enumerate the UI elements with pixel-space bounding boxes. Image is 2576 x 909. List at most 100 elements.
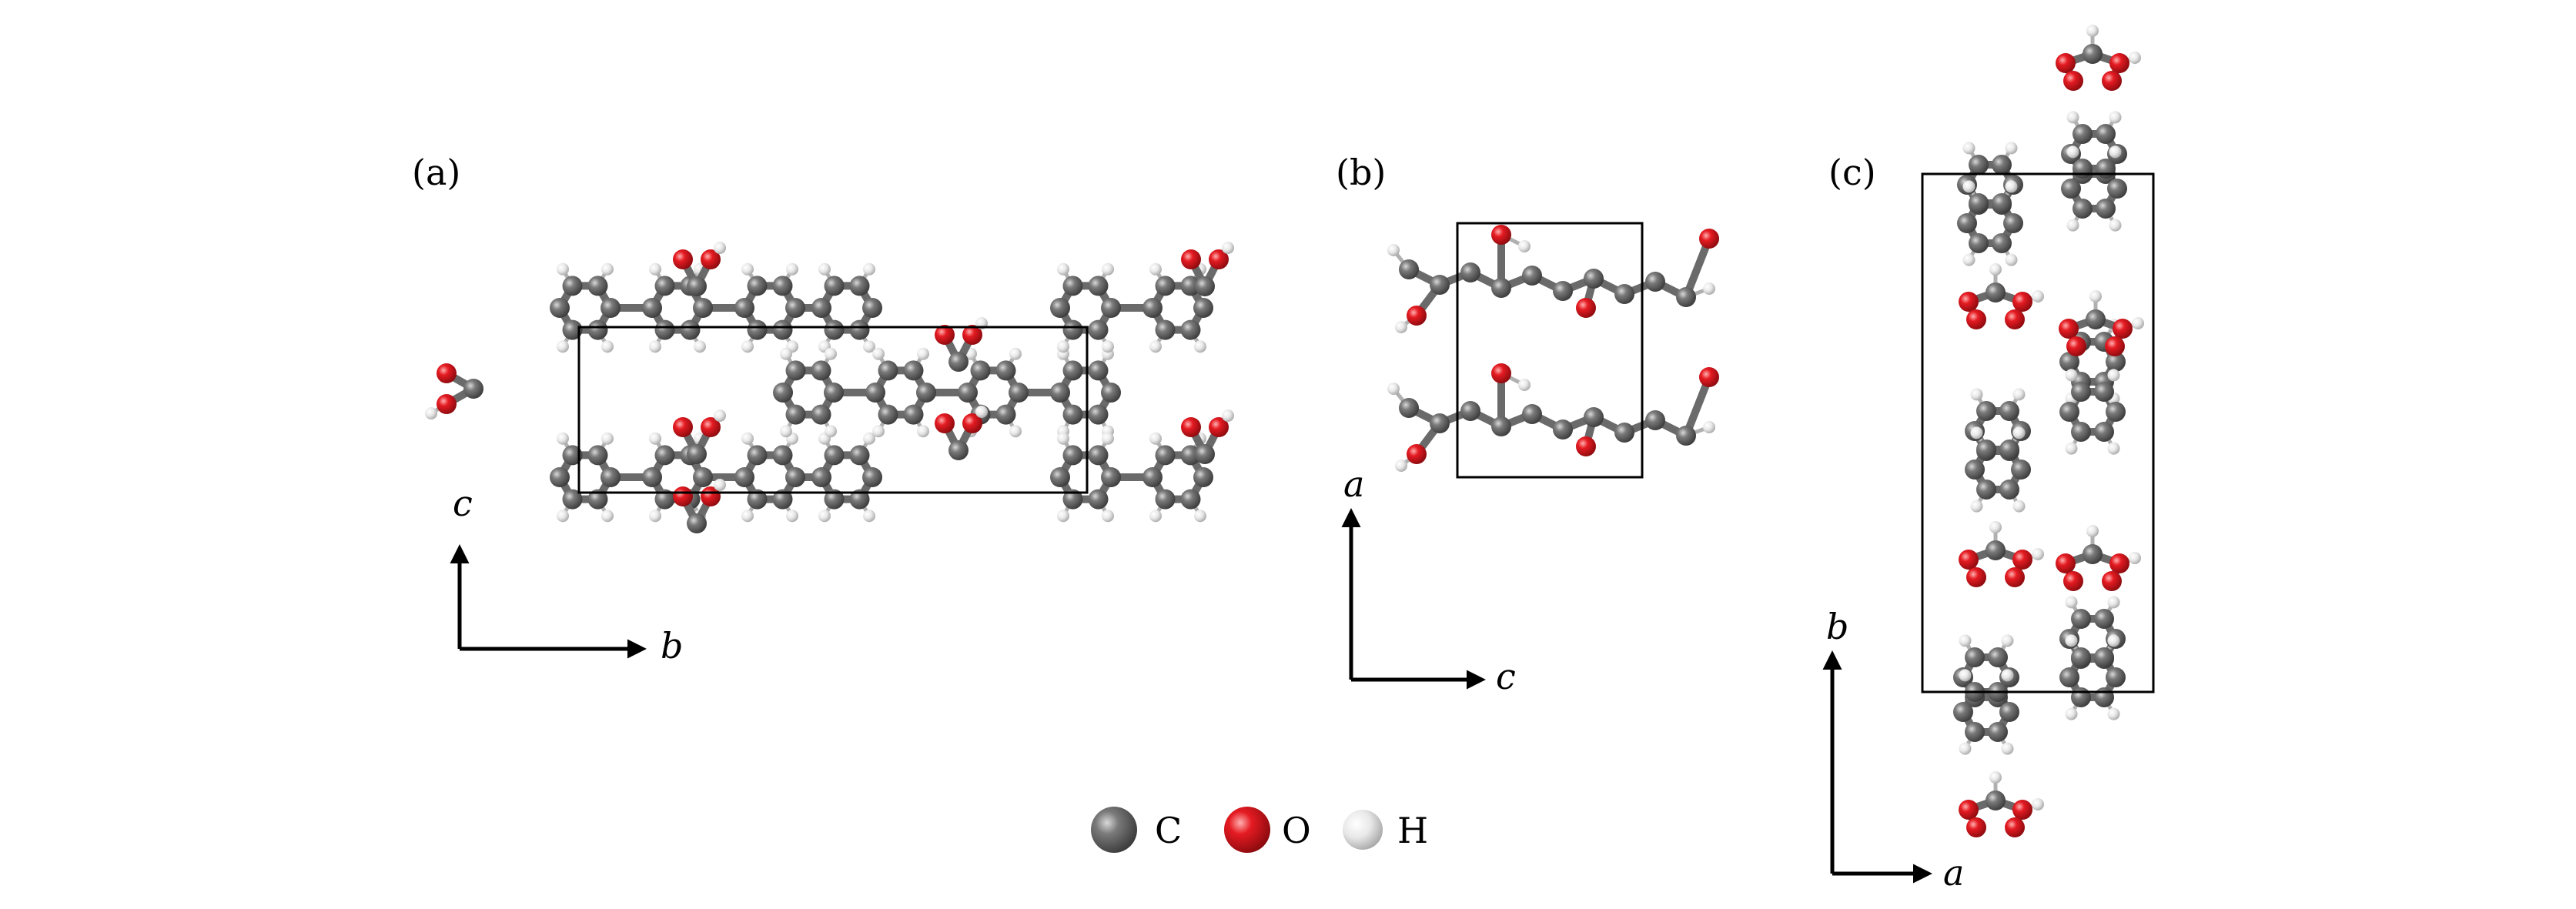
carbon-atom bbox=[824, 319, 845, 340]
hydrogen-atom bbox=[917, 347, 929, 360]
hydrogen-atom bbox=[714, 409, 726, 422]
carbon-atom bbox=[2073, 198, 2093, 219]
hydrogen-atom bbox=[1703, 282, 1715, 295]
oxygen-atom bbox=[1491, 225, 1511, 245]
carbon-atom bbox=[601, 298, 621, 318]
carbon-atom bbox=[1050, 383, 1070, 403]
carbon-atom bbox=[2094, 382, 2114, 403]
carbon-atom bbox=[562, 445, 583, 466]
hydrogen-atom bbox=[2065, 707, 2078, 720]
carbon-atom bbox=[687, 513, 707, 533]
oxygen-atom bbox=[1699, 367, 1719, 387]
panel-b-label: (b) bbox=[1336, 152, 1386, 193]
hydrogen-atom bbox=[2086, 525, 2099, 537]
hydrogen-atom bbox=[1387, 383, 1400, 395]
oxygen-atom bbox=[2056, 553, 2076, 573]
carbon-atom bbox=[2083, 44, 2103, 64]
carbon-atom bbox=[1645, 410, 1665, 430]
carbon-atom bbox=[463, 379, 483, 399]
carbon-atom bbox=[1062, 276, 1083, 296]
hydrogen-atom bbox=[601, 340, 614, 353]
carbon-atom bbox=[1193, 298, 1213, 318]
oxygen-atom bbox=[1181, 249, 1201, 269]
carbon-atom bbox=[2003, 213, 2023, 233]
legend-hydrogen-label: H bbox=[1397, 810, 1428, 851]
carbon-atom bbox=[878, 404, 898, 425]
panel-a-horizontal-axis-label: b bbox=[661, 625, 683, 667]
legend-oxygen-sphere bbox=[1224, 807, 1270, 853]
hydrogen-atom bbox=[1009, 425, 1022, 438]
panel-a-strand-4-atoms bbox=[1050, 432, 1213, 523]
hydrogen-atom bbox=[818, 510, 831, 523]
panel-b-vertical-axis-label: a bbox=[1343, 463, 1364, 505]
carbon-atom bbox=[1969, 155, 1989, 175]
hydrogen-atom bbox=[863, 262, 875, 276]
carbon-atom bbox=[642, 467, 662, 487]
carbon-atom bbox=[1155, 489, 1176, 510]
hydrogen-atom bbox=[1395, 321, 1407, 333]
hydrogen-atom bbox=[1102, 432, 1114, 445]
carbon-atom bbox=[811, 298, 831, 318]
carbon-atom bbox=[970, 360, 991, 381]
carbon-atom bbox=[2083, 544, 2103, 564]
carbon-atom bbox=[811, 467, 831, 487]
hydrogen-atom bbox=[1959, 669, 1972, 682]
carbon-atom bbox=[562, 489, 583, 510]
oxygen-atom bbox=[1959, 292, 1979, 312]
carbon-atom bbox=[1155, 445, 1176, 466]
carbon-atom bbox=[903, 360, 924, 381]
oxygen-atom bbox=[2012, 800, 2032, 820]
hydrogen-atom bbox=[1518, 379, 1531, 391]
hydrogen-atom bbox=[1970, 388, 1983, 401]
carbon-atom bbox=[948, 440, 969, 460]
carbon-atom bbox=[1399, 259, 1419, 279]
carbon-atom bbox=[747, 489, 768, 510]
carbon-atom bbox=[2096, 198, 2116, 219]
carbon-atom bbox=[849, 445, 870, 466]
carbon-atom bbox=[2094, 609, 2114, 630]
oxygen-atom bbox=[1966, 567, 1986, 587]
carbon-atom bbox=[2073, 124, 2093, 145]
hydrogen-atom bbox=[557, 432, 569, 445]
carbon-atom bbox=[1062, 360, 1083, 381]
hydrogen-atom bbox=[2066, 111, 2079, 124]
hydrogen-atom bbox=[2005, 142, 2018, 155]
carbon-atom bbox=[1965, 721, 1985, 742]
hydrogen-atom bbox=[557, 340, 569, 353]
carbon-atom bbox=[587, 319, 608, 340]
panel-c-molecules bbox=[1953, 25, 2144, 837]
oxygen-atom bbox=[1407, 444, 1427, 464]
hydrogen-atom bbox=[2012, 426, 2026, 439]
legend-oxygen-label: O bbox=[1282, 810, 1311, 851]
hydrogen-atom bbox=[917, 425, 929, 438]
carbon-atom bbox=[642, 298, 662, 318]
hydrogen-atom bbox=[1009, 347, 1022, 360]
panel-a-strand-3-bonds bbox=[1056, 267, 1207, 349]
panel-b-horizontal-axis-label: c bbox=[1496, 656, 1516, 697]
legend-hydrogen-sphere bbox=[1343, 810, 1383, 850]
hydrogen-atom bbox=[1222, 242, 1234, 254]
panel-a-cooh-2-atoms bbox=[673, 409, 726, 464]
carbon-atom bbox=[1965, 460, 1985, 480]
panel-a-cooh-6-atoms bbox=[1181, 409, 1234, 464]
hydrogen-atom bbox=[825, 347, 837, 360]
carbon-atom bbox=[1999, 479, 2019, 500]
carbon-atom bbox=[1088, 489, 1109, 510]
oxygen-atom bbox=[1966, 817, 1986, 837]
hydrogen-atom bbox=[1518, 240, 1531, 252]
hydrogen-atom bbox=[601, 262, 614, 276]
carbon-atom bbox=[958, 383, 978, 403]
panel-c-acid-6-atoms bbox=[2056, 25, 2141, 91]
carbon-atom bbox=[1969, 232, 1989, 253]
hydrogen-atom bbox=[1989, 521, 2002, 533]
carbon-atom bbox=[1193, 467, 1213, 487]
hydrogen-atom bbox=[1989, 771, 2002, 784]
carbon-atom bbox=[2059, 352, 2079, 372]
carbon-atom bbox=[903, 404, 924, 425]
carbon-atom bbox=[680, 319, 701, 340]
carbon-atom bbox=[2011, 460, 2031, 480]
carbon-atom bbox=[2086, 309, 2106, 329]
hydrogen-atom bbox=[2065, 369, 2078, 382]
carbon-atom bbox=[2094, 687, 2114, 707]
panel-c-vertical-axis-label: b bbox=[1826, 606, 1848, 647]
